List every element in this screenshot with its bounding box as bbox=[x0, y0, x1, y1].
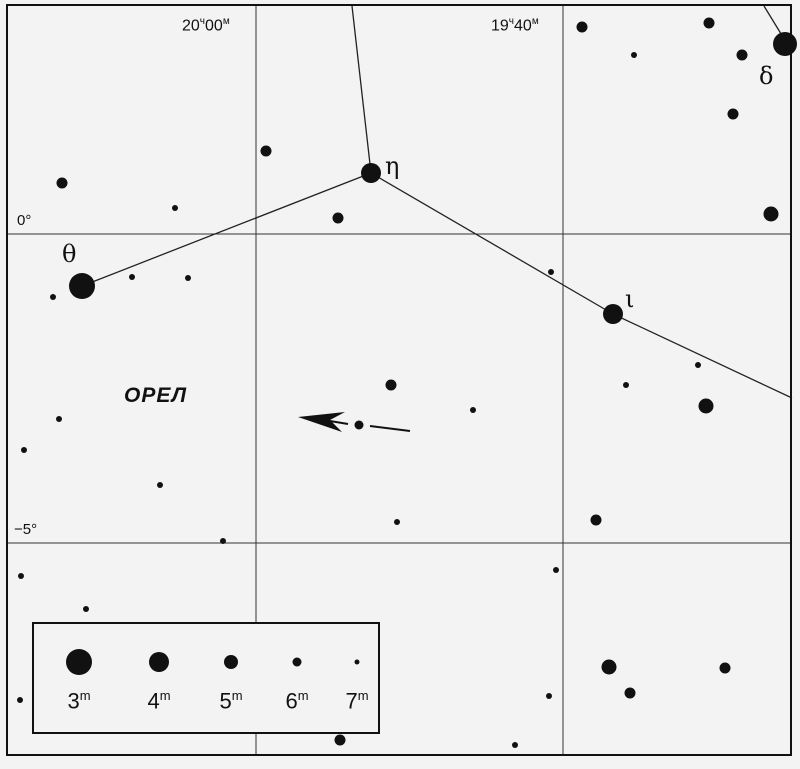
star bbox=[631, 52, 637, 58]
legend-label-5m: 5m bbox=[219, 688, 243, 714]
legend-label-7m: 7m bbox=[345, 688, 369, 714]
legend-label-3m: 3m bbox=[67, 688, 91, 714]
legend-item-4m: 4m bbox=[124, 634, 194, 724]
star bbox=[50, 294, 56, 300]
constellation-label: ОРЕЛ bbox=[124, 384, 188, 407]
star bbox=[763, 206, 779, 222]
dec-label-0: 0° bbox=[17, 212, 32, 229]
star bbox=[18, 573, 24, 579]
star-label-theta: θ bbox=[62, 240, 77, 268]
legend-label-4m: 4m bbox=[147, 688, 171, 714]
star bbox=[548, 269, 554, 275]
star bbox=[470, 407, 476, 413]
star bbox=[220, 538, 226, 544]
star bbox=[553, 567, 559, 573]
star bbox=[185, 275, 191, 281]
star-theta bbox=[69, 273, 95, 299]
star bbox=[512, 742, 518, 748]
direction-arrow bbox=[298, 412, 411, 432]
star bbox=[172, 205, 178, 211]
star-iota bbox=[603, 304, 623, 324]
star bbox=[576, 21, 588, 33]
star bbox=[546, 693, 552, 699]
star-label-delta: δ bbox=[759, 62, 774, 90]
star bbox=[601, 659, 617, 675]
star-label-eta: η bbox=[385, 152, 400, 180]
star bbox=[354, 420, 364, 430]
line-eta-north bbox=[351, 5, 372, 174]
star bbox=[56, 177, 68, 189]
star bbox=[623, 382, 629, 388]
star bbox=[703, 17, 715, 29]
star-label-iota: ι bbox=[625, 285, 635, 313]
line-iota-west bbox=[612, 313, 793, 399]
star bbox=[698, 398, 714, 414]
legend-item-7m: 7m bbox=[322, 634, 392, 724]
star bbox=[736, 49, 748, 61]
legend-dot-3m bbox=[66, 649, 92, 675]
legend-label-6m: 6m bbox=[285, 688, 309, 714]
ra-label-20h00m: 20ч00м bbox=[182, 16, 230, 35]
star bbox=[590, 514, 602, 526]
star bbox=[727, 108, 739, 120]
star bbox=[334, 734, 346, 746]
line-theta-eta bbox=[81, 172, 372, 287]
ra-label-19h40m: 19ч40м bbox=[491, 16, 539, 35]
star bbox=[17, 697, 23, 703]
star bbox=[21, 447, 27, 453]
legend-item-6m: 6m bbox=[262, 634, 332, 724]
star bbox=[695, 362, 701, 368]
constellation-lines bbox=[81, 5, 793, 399]
star bbox=[260, 145, 272, 157]
legend-dot-7m bbox=[354, 659, 360, 665]
legend-dot-5m bbox=[224, 655, 238, 669]
star-eta bbox=[361, 163, 381, 183]
stars bbox=[17, 17, 797, 748]
star bbox=[83, 606, 89, 612]
line-eta-iota bbox=[370, 172, 614, 315]
legend-dot-6m bbox=[292, 657, 302, 667]
dec-label-minus5: −5° bbox=[14, 521, 38, 538]
star bbox=[157, 482, 163, 488]
star bbox=[394, 519, 400, 525]
arrow-tail bbox=[369, 425, 411, 432]
magnitude-legend: 3m 4m 5m 6m 7m bbox=[32, 622, 380, 734]
star-delta bbox=[773, 32, 797, 56]
legend-item-3m: 3m bbox=[44, 634, 114, 724]
star bbox=[129, 274, 135, 280]
star bbox=[332, 212, 344, 224]
star bbox=[624, 687, 636, 699]
legend-item-5m: 5m bbox=[196, 634, 266, 724]
legend-dot-4m bbox=[149, 652, 169, 672]
star bbox=[719, 662, 731, 674]
star bbox=[56, 416, 62, 422]
arrow-head bbox=[298, 412, 345, 432]
star bbox=[385, 379, 397, 391]
